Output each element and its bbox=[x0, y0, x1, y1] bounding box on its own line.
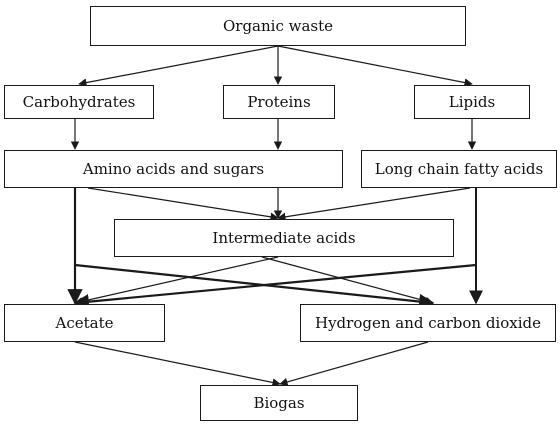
node-intermediate-acids: Intermediate acids bbox=[114, 219, 454, 257]
arrow-h2co2-to-biogas bbox=[279, 341, 429, 386]
node-hydrogen-and-carbon-dioxide: Hydrogen and carbon dioxide bbox=[300, 304, 556, 342]
node-lipids: Lipids bbox=[414, 85, 530, 119]
node-amino-acids-and-sugars: Amino acids and sugars bbox=[4, 150, 343, 188]
arrow-amino-to-intermediate-left bbox=[87, 187, 279, 221]
arrow-intermediate-to-acetate bbox=[74, 256, 279, 306]
arrow-longchain-to-acetate bbox=[73, 263, 477, 310]
arrow-intermediate-to-h2co2 bbox=[261, 256, 434, 306]
arrow-amino-to-h2co2 bbox=[74, 263, 435, 310]
arrow-organic-to-lipids bbox=[277, 45, 473, 87]
node-proteins: Proteins bbox=[223, 85, 335, 119]
node-acetate: Acetate bbox=[4, 304, 165, 342]
arrow-acetate-to-biogas bbox=[74, 341, 281, 387]
arrow-organic-to-carbohydrates bbox=[78, 45, 279, 87]
node-biogas: Biogas bbox=[200, 385, 358, 421]
arrow-longchain-to-intermediate bbox=[277, 187, 471, 221]
node-long-chain-fatty-acids: Long chain fatty acids bbox=[361, 150, 557, 188]
node-carbohydrates: Carbohydrates bbox=[4, 85, 154, 119]
node-organic-waste: Organic waste bbox=[90, 6, 466, 46]
